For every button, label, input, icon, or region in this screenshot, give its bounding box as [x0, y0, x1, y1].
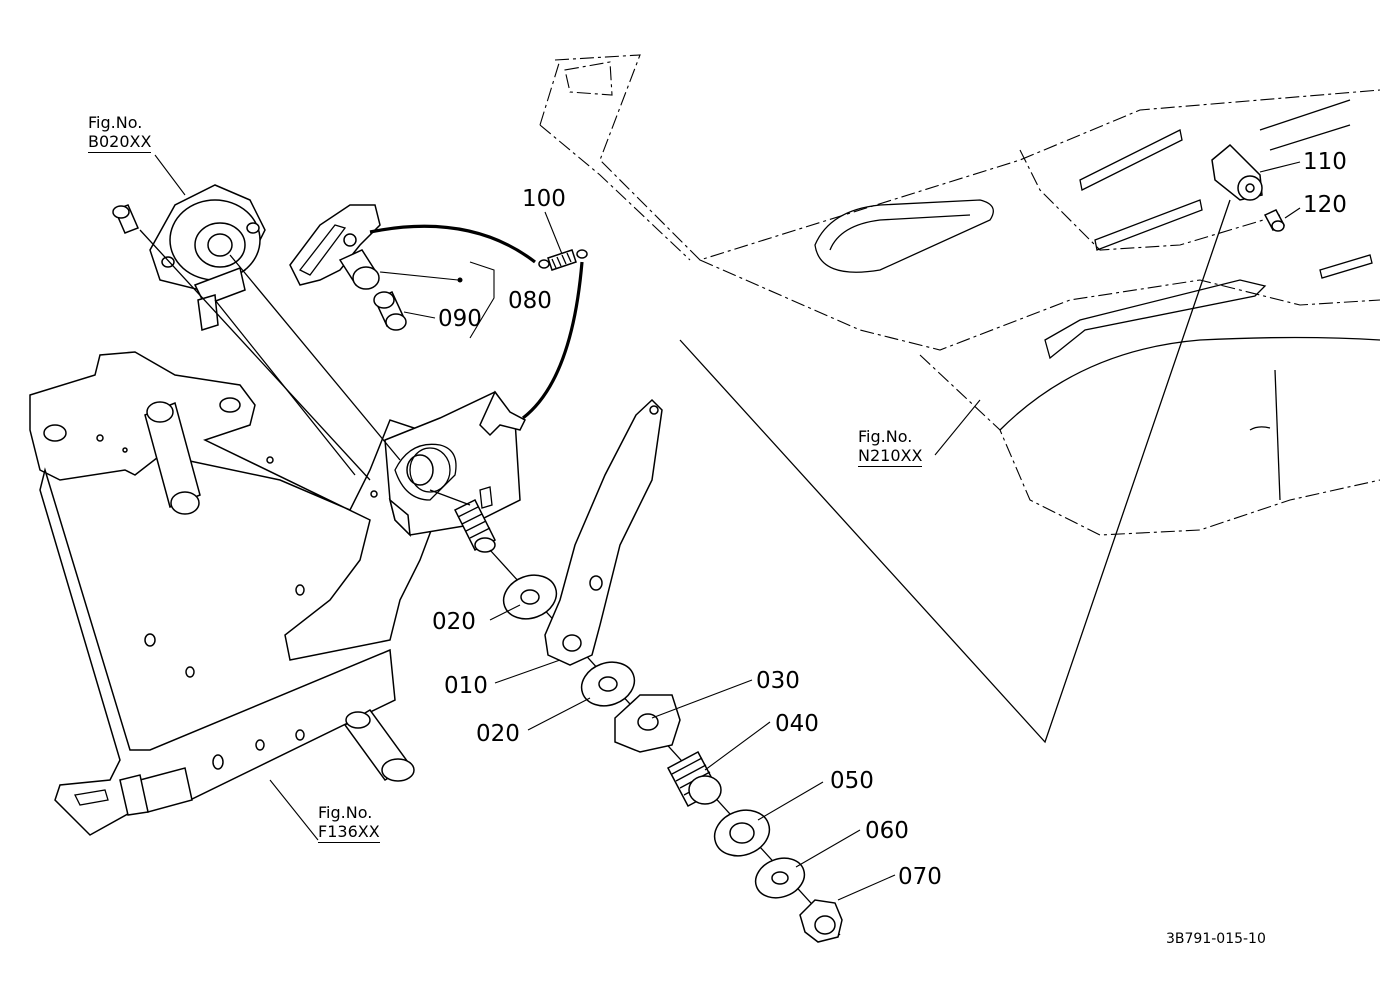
part-label-050: 050 [830, 768, 874, 794]
figure-ref-code: B020XX [88, 132, 152, 153]
lever-assembly-080 [289, 204, 407, 331]
part-120 [1263, 209, 1286, 232]
spring-040 [666, 750, 722, 808]
part-label-070: 070 [898, 864, 942, 890]
part-label-020-lower: 020 [476, 721, 520, 747]
bracket-plate [29, 351, 436, 836]
part-label-040: 040 [775, 711, 819, 737]
figure-ref-prefix: Fig.No. [318, 803, 373, 822]
part-label-080: 080 [508, 288, 552, 314]
chassis-outline [539, 54, 1380, 536]
figure-ref-prefix: Fig.No. [858, 427, 913, 446]
part-label-020-upper: 020 [432, 609, 476, 635]
washer-060 [754, 857, 806, 899]
figure-ref-b020xx: Fig.No. B020XX [88, 113, 152, 153]
document-number: 3B791-015-10 [1166, 931, 1266, 947]
part-label-030: 030 [756, 668, 800, 694]
part-label-120: 120 [1303, 192, 1347, 218]
part-label-110: 110 [1303, 149, 1347, 175]
part-label-090: 090 [438, 306, 482, 332]
sensor-bracket [370, 390, 526, 553]
leader-lines [154, 154, 1301, 901]
rotary-sensor [112, 184, 266, 331]
figure-ref-code: N210XX [858, 446, 923, 467]
plate-030 [614, 694, 681, 753]
figure-ref-code: F136XX [318, 822, 380, 843]
spring-100 [369, 224, 588, 420]
figure-ref-n210xx: Fig.No. N210XX [858, 427, 923, 467]
washer-050 [713, 809, 771, 857]
part-110 [1211, 143, 1263, 201]
nut-070 [799, 899, 843, 943]
part-label-100: 100 [522, 186, 566, 212]
figure-ref-prefix: Fig.No. [88, 113, 143, 132]
part-label-010: 010 [444, 673, 488, 699]
assembly-axes [139, 199, 1231, 936]
washer-020-upper [502, 574, 558, 620]
part-label-060: 060 [865, 818, 909, 844]
arm-010 [544, 398, 663, 666]
washer-020-lower [580, 661, 636, 707]
figure-ref-f136xx: Fig.No. F136XX [318, 803, 380, 843]
